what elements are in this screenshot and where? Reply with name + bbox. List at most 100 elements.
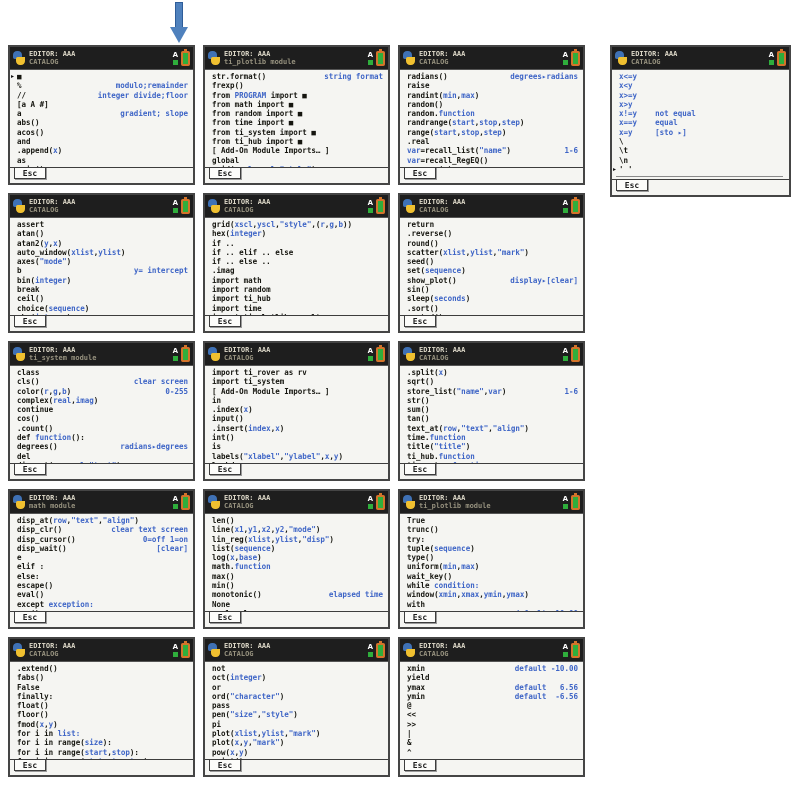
list-item[interactable]: .index(x) [212,405,384,414]
list-item[interactable]: \t [619,146,785,155]
list-item[interactable]: import math [212,276,384,285]
list-item[interactable]: in [212,396,384,405]
list-item[interactable]: break [17,285,189,294]
list-item[interactable]: plot(x,y,"mark") [212,738,384,747]
list-item[interactable]: .insert(index,x) [212,424,384,433]
list-item[interactable]: continue [17,405,189,414]
list-item[interactable]: math.function [212,562,384,571]
list-item[interactable]: ▸chr(integer) [11,313,189,315]
list-item[interactable]: type() [407,553,579,562]
list-item[interactable]: import ti_rover as rv [212,368,384,377]
esc-button[interactable]: Esc [14,611,46,623]
list-item[interactable]: x=y [sto ▸] [619,128,785,137]
list-item[interactable]: scatter(xlist,ylist,"mark") [407,248,579,257]
list-item[interactable]: //integer divide;floor [17,91,189,100]
list-item[interactable]: x==y equal [619,118,785,127]
list-item[interactable]: .imag [212,266,384,275]
list-item[interactable]: None [212,600,384,609]
list-item[interactable]: trunc() [407,525,579,534]
list-item[interactable]: is [212,442,384,451]
list-item[interactable]: time.function [407,433,579,442]
list-item[interactable]: def function(): [17,433,189,442]
list-item[interactable]: abs() [17,118,189,127]
list-item[interactable]: pass [212,701,384,710]
list-item[interactable]: .count() [17,424,189,433]
list-item[interactable]: for i in list: [17,729,189,738]
list-item[interactable]: fabs() [17,673,189,682]
list-item[interactable]: pen("size","style") [212,710,384,719]
list-item[interactable]: frexp() [212,81,384,90]
list-item[interactable]: ▸sorted() [401,313,579,315]
list-item[interactable]: disp_at(row,"text","align") [17,516,189,525]
list-item[interactable]: while condition: [407,581,579,590]
list-item[interactable]: degrees()radians▸degrees [17,442,189,451]
list-item[interactable]: hex(integer) [212,229,384,238]
list-item[interactable]: ▸' ' [613,165,785,174]
list-item[interactable]: escape() [17,581,189,590]
list-item[interactable]: complex(real,imag) [17,396,189,405]
list-item[interactable]: ▸xmaxdefault 10.00 [401,609,579,611]
list-item[interactable]: atan() [17,229,189,238]
list-item[interactable]: random.function [407,109,579,118]
list-item[interactable]: len() [212,516,384,525]
list-item[interactable]: x>=y [619,91,785,100]
list-item[interactable]: & [407,738,579,747]
esc-button[interactable]: Esc [209,611,241,623]
list-item[interactable]: set(sequence) [407,266,579,275]
list-item[interactable]: import random [212,285,384,294]
list-item[interactable]: float() [17,701,189,710]
list-item[interactable]: choice(sequence) [17,304,189,313]
list-item[interactable]: str() [407,396,579,405]
list-item[interactable]: disp_clr()clear text screen [17,525,189,534]
list-item[interactable]: tuple(sequence) [407,544,579,553]
list-item[interactable]: import time [212,304,384,313]
list-item[interactable]: plot(xlist,ylist,"mark") [212,729,384,738]
list-item[interactable]: range(start,stop,step) [407,128,579,137]
list-item[interactable]: as [17,156,189,165]
list-item[interactable]: return [407,220,579,229]
list-item[interactable]: False [17,683,189,692]
list-item[interactable]: ^ [407,748,579,757]
list-item[interactable]: not [212,664,384,673]
list-item[interactable]: ord("character") [212,692,384,701]
list-item[interactable]: if .. else .. [212,257,384,266]
list-item[interactable]: for i in range(size): [17,738,189,747]
list-item[interactable]: .extend() [17,664,189,673]
list-item[interactable]: ▸ti_system.function [401,461,579,463]
list-item[interactable]: [ Add-On Module Imports… ] [212,146,384,155]
list-item[interactable]: and [17,137,189,146]
list-item[interactable]: pi [212,720,384,729]
list-item[interactable]: del [17,452,189,461]
list-item[interactable]: title("title") [407,442,579,451]
esc-button[interactable]: Esc [14,315,46,327]
list-item[interactable]: if .. [212,239,384,248]
list-item[interactable]: x>y [619,100,785,109]
esc-button[interactable]: Esc [404,315,436,327]
list-item[interactable]: log(x,base) [212,553,384,562]
list-item[interactable]: lin_reg(xlist,ylist,"disp") [212,535,384,544]
list-item[interactable]: uniform(min,max) [407,562,579,571]
list-item[interactable]: pow(x,y) [212,748,384,757]
list-item[interactable]: .split(x) [407,368,579,377]
list-item[interactable]: x!=y not equal [619,109,785,118]
esc-button[interactable]: Esc [404,463,436,475]
list-item[interactable]: for i in range(start,stop): [17,748,189,757]
list-item[interactable]: ▸lambda [206,461,384,463]
list-item[interactable]: sleep(seconds) [407,294,579,303]
list-item[interactable]: eval() [17,590,189,599]
list-item[interactable]: randrange(start,stop,step) [407,118,579,127]
esc-button[interactable]: Esc [404,611,436,623]
list-item[interactable]: labels("xlabel","ylabel",x,y) [212,452,384,461]
list-item[interactable]: cls()clear screen [17,377,189,386]
list-item[interactable]: x<y [619,81,785,90]
list-item[interactable]: ▸.remove(x) [401,165,579,167]
list-item[interactable]: cos() [17,414,189,423]
list-item[interactable]: [a A #] [17,100,189,109]
list-item[interactable]: auto_window(xlist,ylist) [17,248,189,257]
list-item[interactable]: .append(x) [17,146,189,155]
list-item[interactable]: \ [619,137,785,146]
